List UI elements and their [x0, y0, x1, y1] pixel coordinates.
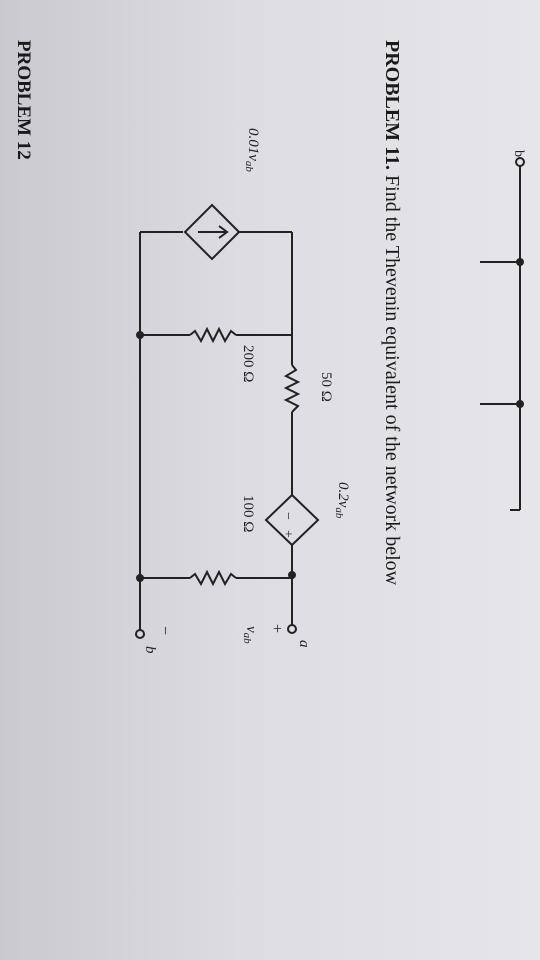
- resistor-100: [189, 569, 237, 587]
- dep-source-plus: +: [280, 530, 295, 538]
- label-dep-voltage: 0.2vab: [333, 482, 351, 519]
- fragment-node-1: [516, 258, 524, 266]
- label-plus: +: [268, 624, 285, 633]
- terminal-a: [287, 624, 297, 634]
- current-arrow-head: [218, 225, 229, 239]
- resistor-200: [189, 326, 237, 344]
- fragment-terminal-b: [515, 157, 525, 167]
- label-terminal-b: b: [142, 646, 158, 654]
- label-terminal-a: a: [296, 640, 312, 648]
- resistor-50: [283, 364, 301, 413]
- label-minus: −: [156, 626, 173, 635]
- label-r200: 200 Ω: [240, 345, 256, 382]
- dependent-current-source: [183, 203, 241, 261]
- label-r50: 50 Ω: [318, 372, 334, 402]
- fragment-terminal-b-label: b: [511, 150, 526, 157]
- fragment-node-2: [516, 400, 524, 408]
- problem-12-heading: PROBLEM 12: [13, 40, 34, 160]
- label-dep-current: 0.01vab: [243, 128, 261, 172]
- terminal-b: [135, 629, 145, 639]
- dep-source-minus: −: [280, 512, 295, 520]
- label-vab: vab: [241, 626, 259, 644]
- label-r100: 100 Ω: [240, 495, 256, 532]
